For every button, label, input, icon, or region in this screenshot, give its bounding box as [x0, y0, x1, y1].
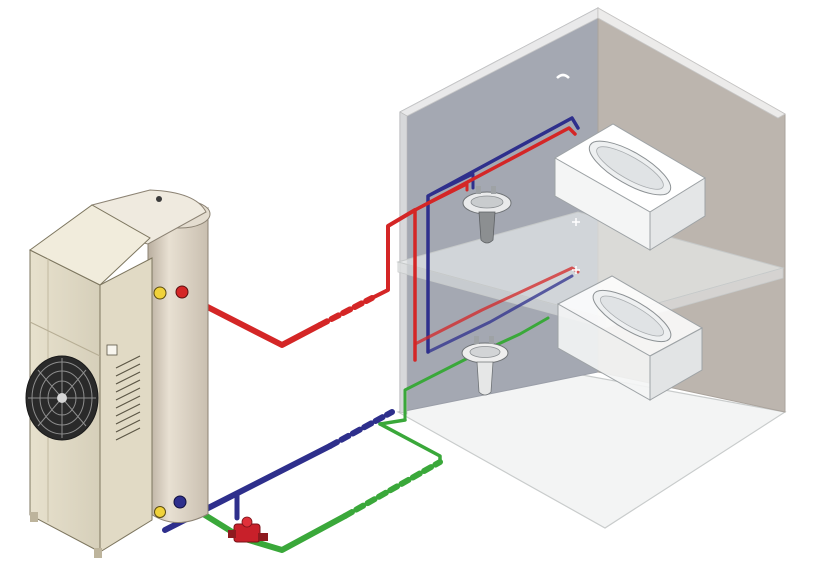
recirculation-pipe-dashed [342, 459, 443, 519]
heat-pump-unit [25, 204, 153, 558]
recirculation-pipe-link [378, 418, 407, 426]
cold-water-pipe-lower [426, 274, 574, 354]
slab-markers [572, 218, 580, 274]
circulation-pump [228, 516, 268, 543]
unit-foot-left [30, 512, 38, 522]
upper-bathtub [553, 123, 706, 251]
recirculation-pipe-outside [197, 509, 348, 553]
tank-fitting-lower-left [154, 506, 166, 518]
tank-fitting-upper-left [153, 286, 167, 300]
tank-fitting-upper-right [175, 285, 189, 299]
wall-vent [556, 73, 570, 79]
tank-fitting-lower-right [173, 495, 187, 509]
two-storey-room [396, 7, 787, 529]
hot-water-pipe-dashed [317, 295, 375, 328]
hot-water-pipe-basin-up [413, 182, 469, 212]
hot-water-pipe-outside [187, 295, 323, 348]
cold-water-pipe-dashed [327, 409, 395, 449]
fan-icon [25, 355, 99, 441]
unit-badge [106, 344, 118, 356]
cold-water-pipe-basin-up [426, 172, 475, 198]
side-louvres [115, 355, 141, 441]
cold-water-pipe-upper [426, 116, 580, 354]
unit-foot-right [94, 548, 102, 558]
upper-washbasin [462, 186, 512, 244]
right-wall-top [597, 7, 786, 119]
lower-bathtub [556, 275, 704, 401]
lower-washbasin [461, 336, 509, 396]
hot-water-pipe-room-entry [370, 208, 417, 300]
hot-water-pipe-upper [413, 126, 577, 362]
